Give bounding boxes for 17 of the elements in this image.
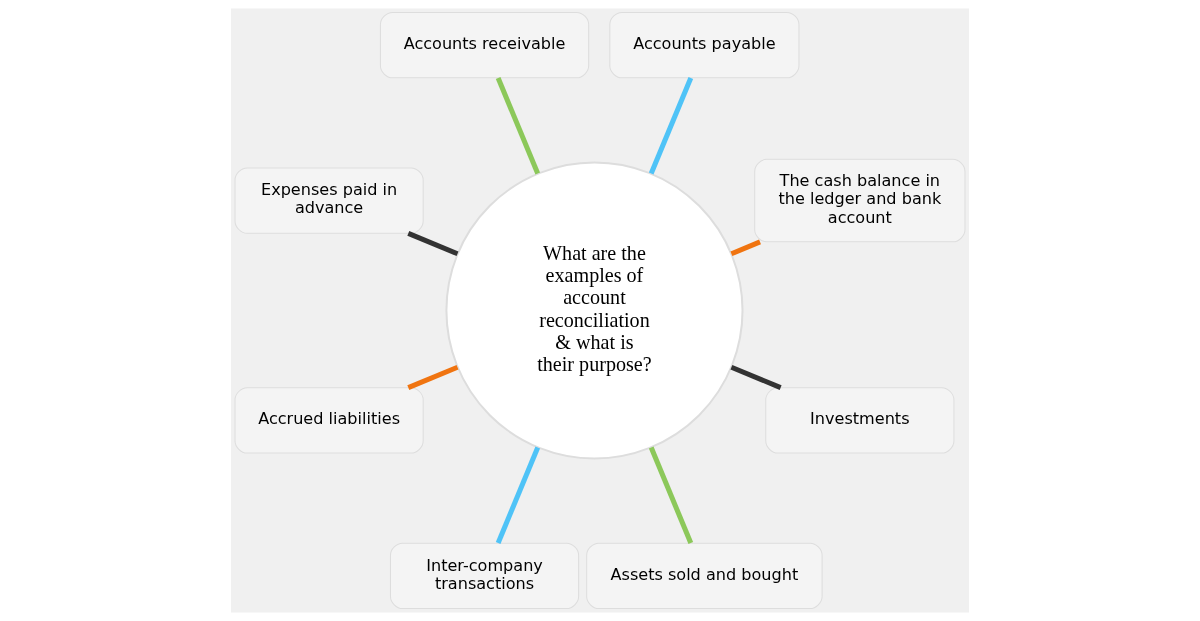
node-box: Investments: [765, 387, 955, 454]
node-box: Accounts payable: [609, 11, 800, 79]
connector: [407, 231, 459, 257]
node-box: Assets sold and bought: [586, 542, 823, 610]
connector: [648, 77, 694, 175]
node-box: Accounts receivable: [379, 11, 590, 79]
node-box: Inter-company transactions: [389, 542, 580, 610]
connector: [407, 364, 459, 390]
node-box: Expenses paid in advance: [234, 167, 424, 234]
connector: [730, 239, 761, 257]
connector: [495, 77, 541, 175]
node-circle: What are the examples of account reconciliation & what is their purpose?: [445, 161, 744, 460]
node-box: Accrued liabilities: [234, 387, 424, 454]
node-box: The cash balance in the ledger and bank account: [754, 158, 966, 243]
connector: [648, 446, 694, 545]
connector: [730, 364, 782, 390]
connector: [495, 446, 541, 545]
